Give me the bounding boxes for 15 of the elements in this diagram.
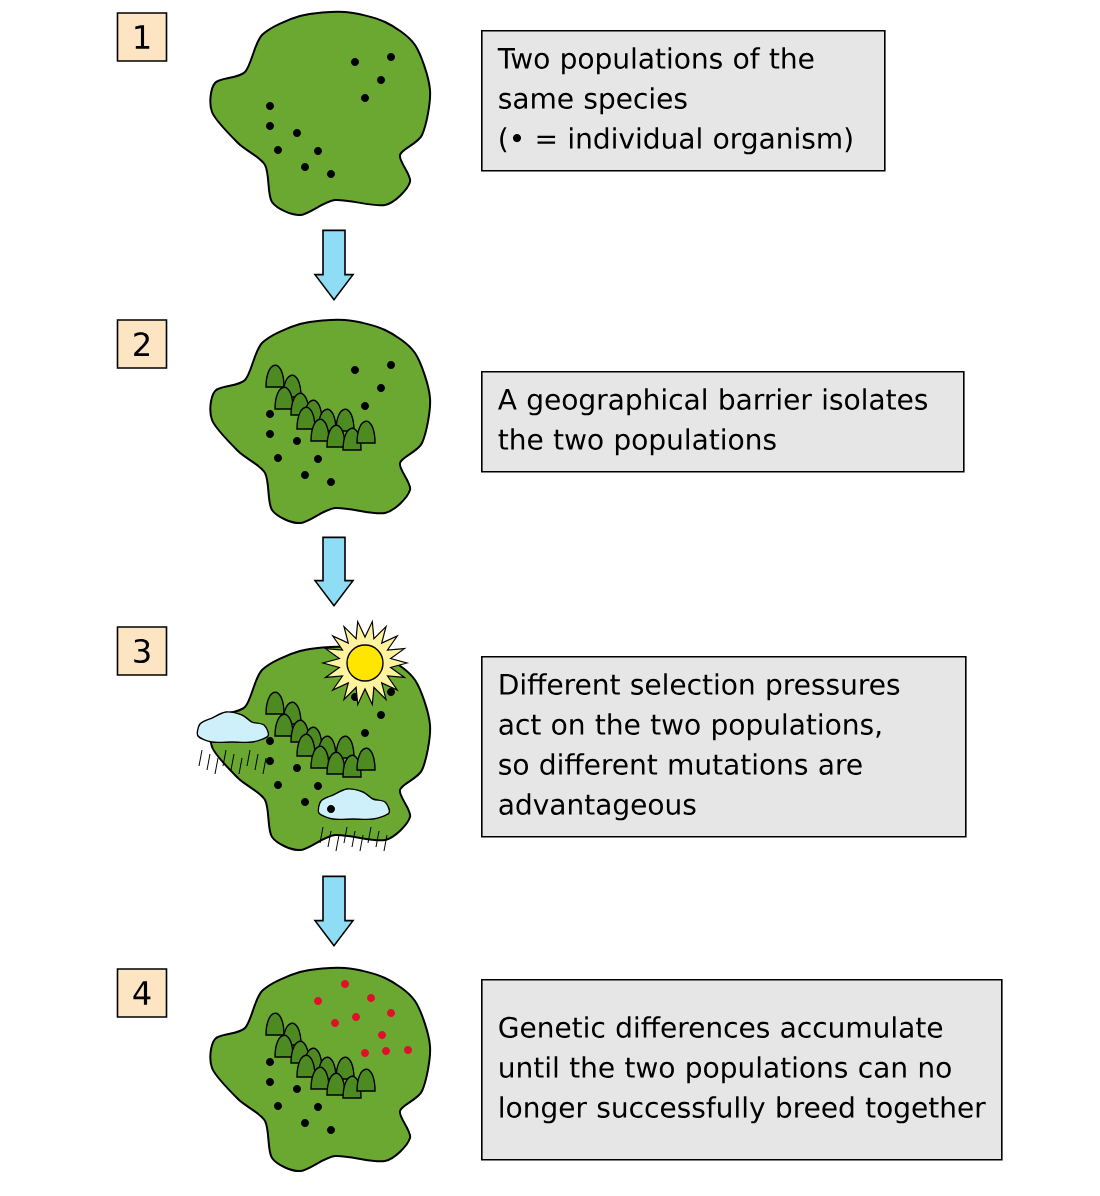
island-drawing (196, 619, 432, 852)
text-box: Genetic differences accumulate until the two populations can no longer successfully breed together (481, 979, 1003, 1161)
arrow (313, 229, 355, 301)
step-number-box: 3 (116, 626, 168, 676)
island-drawing (209, 10, 432, 216)
step-number-box: 4 (116, 968, 168, 1018)
text-box: A geographical barrier isolates the two populations (481, 371, 965, 473)
step-number-box: 2 (116, 319, 168, 369)
arrow (313, 875, 355, 947)
arrow (313, 536, 355, 607)
island-drawing (209, 318, 432, 524)
step-number-box: 1 (116, 12, 168, 62)
text-box: Different selection pressures act on the two populations, so different mutations are advantageous (481, 656, 967, 838)
island-drawing (209, 966, 432, 1172)
text-box: Two populations of the same species (• = individual organism) (481, 30, 886, 172)
